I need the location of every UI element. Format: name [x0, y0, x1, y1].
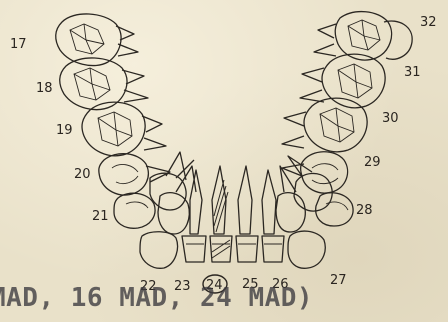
tooth-32-drawing	[314, 12, 412, 60]
tooth-31-drawing	[300, 54, 385, 108]
tooth-number-30: 30	[382, 111, 399, 126]
tooth-20-drawing	[99, 154, 170, 195]
tooth-22-drawing	[140, 166, 196, 268]
tooth-25-drawing	[236, 166, 258, 262]
tooth-28-drawing	[288, 156, 353, 226]
tooth-number-19: 19	[56, 123, 73, 138]
tooth-number-21: 21	[92, 209, 109, 224]
tooth-24-drawing	[210, 166, 232, 262]
tooth-number-32: 32	[420, 15, 437, 30]
tooth-26-drawing	[262, 170, 284, 262]
tooth-number-28: 28	[356, 203, 373, 218]
tooth-number-27: 27	[330, 273, 347, 288]
tooth-21-drawing	[114, 152, 194, 228]
typed-caption-line: MAD, 16 MAD, 24 MAD)	[0, 283, 313, 313]
tooth-number-17: 17	[10, 37, 27, 52]
tooth-30-drawing	[282, 98, 367, 152]
tooth-number-29: 29	[364, 155, 381, 170]
tooth-18-drawing	[60, 58, 148, 110]
tooth-number-20: 20	[74, 167, 91, 182]
tooth-number-18: 18	[36, 81, 53, 96]
tooth-23-drawing	[182, 170, 206, 262]
tooth-number-31: 31	[404, 65, 421, 80]
